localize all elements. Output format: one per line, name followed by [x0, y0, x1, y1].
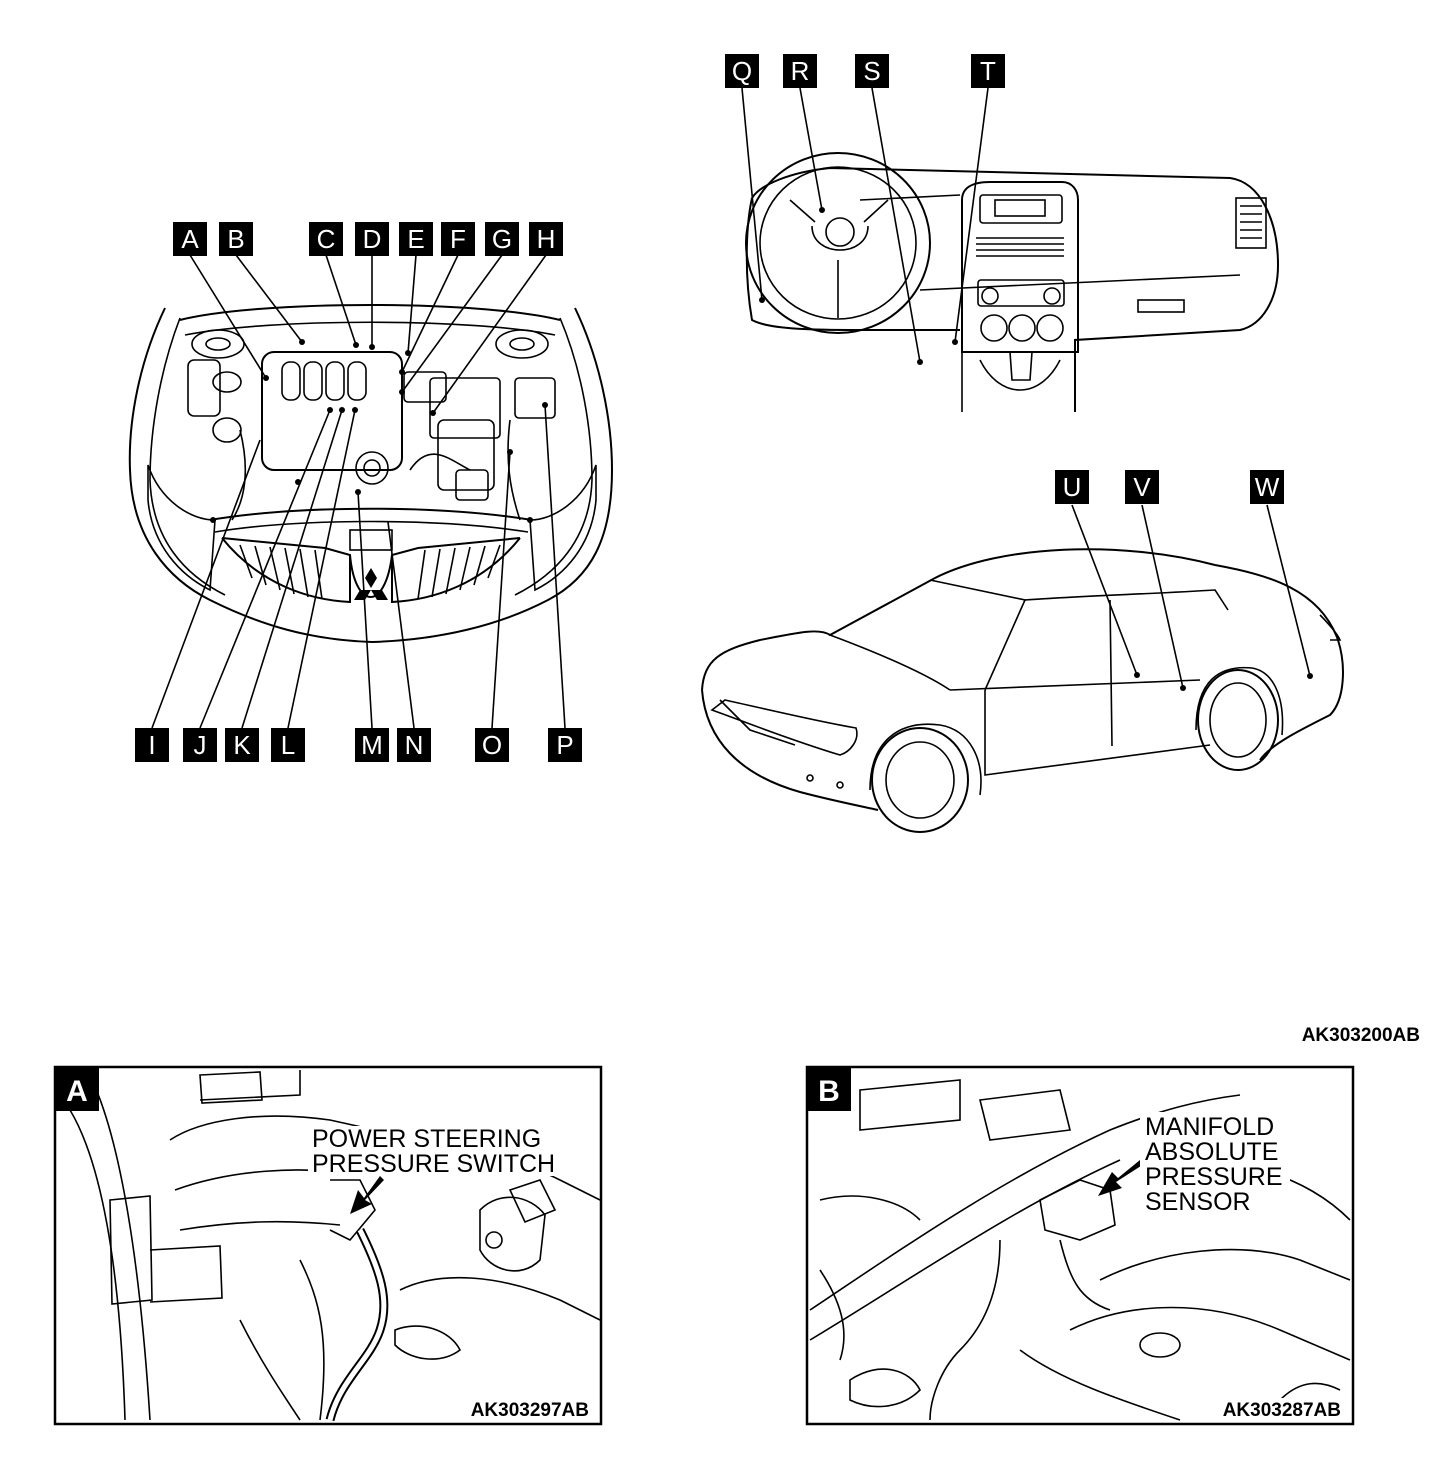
label-e: E — [399, 222, 433, 256]
label-o: O — [475, 728, 509, 762]
svg-text:O: O — [482, 730, 502, 760]
svg-text:I: I — [148, 730, 155, 760]
label-p: P — [548, 728, 582, 762]
label-b: B — [219, 222, 253, 256]
label-t: T — [971, 54, 1005, 88]
dashboard-leader-dots — [759, 207, 958, 365]
detail-a-caption-line1: POWER STEERING — [312, 1125, 541, 1153]
label-j: J — [183, 728, 217, 762]
dashboard-leader-lines — [741, 87, 989, 363]
detail-b-caption-line2: ABSOLUTE — [1145, 1138, 1278, 1166]
dashboard-illustration — [745, 152, 1280, 412]
detail-a-tag: A — [66, 1075, 88, 1108]
svg-text:N: N — [405, 730, 424, 760]
engine-leader-dots — [263, 339, 548, 495]
engine-bay-illustration — [128, 304, 614, 644]
detail-b-caption-line3: PRESSURE — [1145, 1163, 1283, 1191]
label-l: L — [271, 728, 305, 762]
svg-text:C: C — [317, 224, 336, 254]
svg-text:U: U — [1063, 472, 1082, 502]
svg-text:K: K — [233, 730, 251, 760]
detail-b-code: AK303287AB — [1223, 1400, 1341, 1421]
label-f: F — [441, 222, 475, 256]
detail-b-caption-line4: SENSOR — [1145, 1188, 1251, 1216]
label-w: W — [1250, 470, 1284, 504]
label-n: N — [397, 728, 431, 762]
detail-b-tag-box — [807, 1067, 851, 1111]
detail-a-caption-line2: PRESSURE SWITCH — [312, 1150, 555, 1178]
label-c: C — [309, 222, 343, 256]
label-g: G — [485, 222, 519, 256]
detail-a-panel: A POWER STEERING — [53, 1065, 603, 1426]
svg-text:P: P — [556, 730, 573, 760]
detail-b-panel: B MANIFOLD ABSOLUTE PRESSURE SENSOR AK — [805, 1065, 1355, 1426]
svg-text:A: A — [181, 224, 199, 254]
detail-a-tag-box — [55, 1067, 99, 1111]
label-u: U — [1055, 470, 1089, 504]
detail-a-code: AK303297AB — [471, 1400, 589, 1421]
svg-text:Q: Q — [732, 56, 752, 86]
svg-text:D: D — [363, 224, 382, 254]
figure-code: AK303200AB — [1302, 1025, 1420, 1046]
detail-b-caption-line1: MANIFOLD — [1145, 1113, 1274, 1141]
label-i: I — [135, 728, 169, 762]
label-q: Q — [725, 54, 759, 88]
detail-b-tag: B — [818, 1075, 840, 1108]
label-v: V — [1125, 470, 1159, 504]
detail-a-arrow-icon — [350, 1176, 384, 1214]
svg-text:B: B — [227, 224, 244, 254]
svg-text:J: J — [194, 730, 207, 760]
label-s: S — [855, 54, 889, 88]
label-h: H — [529, 222, 563, 256]
svg-text:M: M — [361, 730, 383, 760]
label-a: A — [173, 222, 207, 256]
label-m: M — [355, 728, 389, 762]
svg-text:T: T — [980, 56, 996, 86]
svg-text:W: W — [1255, 472, 1280, 502]
label-d: D — [355, 222, 389, 256]
svg-text:R: R — [791, 56, 810, 86]
engine-leader-lines — [151, 254, 566, 729]
detail-b-arrow-icon — [1098, 1160, 1144, 1196]
label-r: R — [783, 54, 817, 88]
car-leader-lines — [1071, 504, 1311, 689]
svg-text:H: H — [537, 224, 556, 254]
car-leader-dots — [1134, 672, 1313, 691]
svg-text:F: F — [450, 224, 466, 254]
svg-text:V: V — [1133, 472, 1151, 502]
svg-text:E: E — [407, 224, 424, 254]
svg-text:S: S — [863, 56, 880, 86]
svg-text:L: L — [281, 730, 295, 760]
label-k: K — [225, 728, 259, 762]
car-illustration — [701, 548, 1344, 833]
svg-text:G: G — [492, 224, 512, 254]
